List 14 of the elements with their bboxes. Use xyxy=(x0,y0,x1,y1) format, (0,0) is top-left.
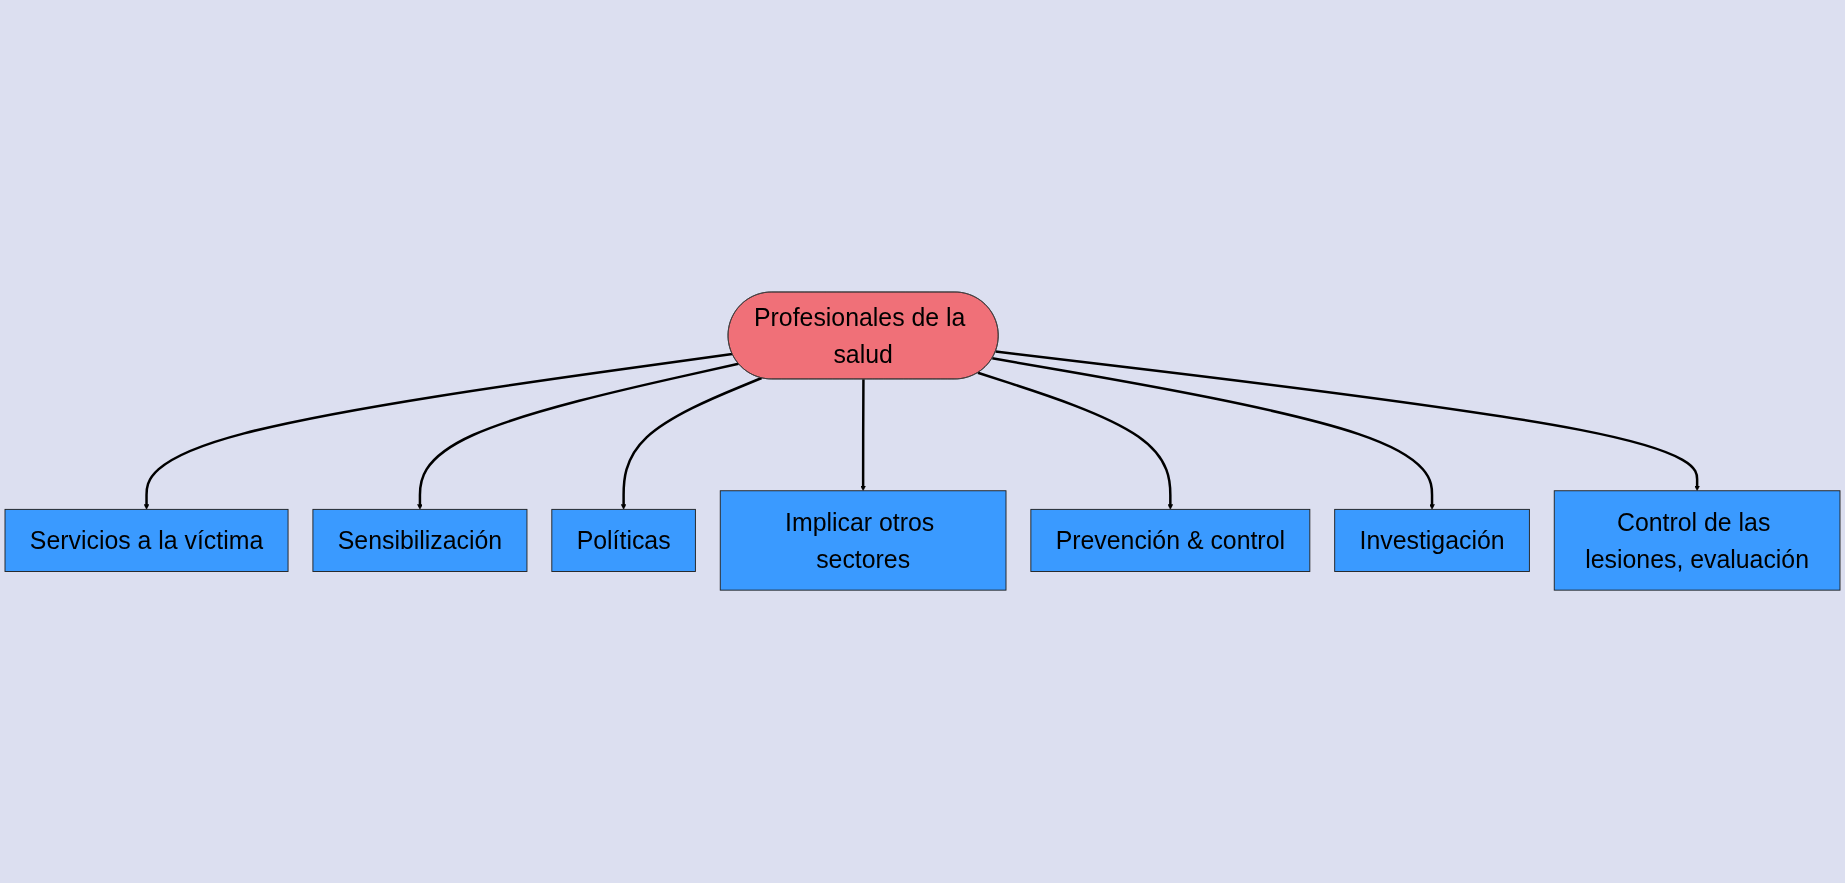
arrow xyxy=(995,350,1700,492)
node-box: Políticas xyxy=(551,509,696,573)
node-box: Servicios a la víctima xyxy=(4,509,289,573)
arrow xyxy=(417,363,739,511)
node-box: Control de las lesiones, evaluación xyxy=(1553,490,1841,592)
arrow xyxy=(992,357,1435,511)
node-box: Prevención & control xyxy=(1030,509,1311,573)
arrow xyxy=(977,372,1174,511)
arrow xyxy=(860,379,866,492)
node-box: Implicar otros sectores xyxy=(719,490,1007,592)
arrow xyxy=(620,377,763,511)
arrow xyxy=(143,353,733,511)
node-box: Sensibilización xyxy=(312,509,528,573)
node-box: Investigación xyxy=(1334,509,1530,573)
